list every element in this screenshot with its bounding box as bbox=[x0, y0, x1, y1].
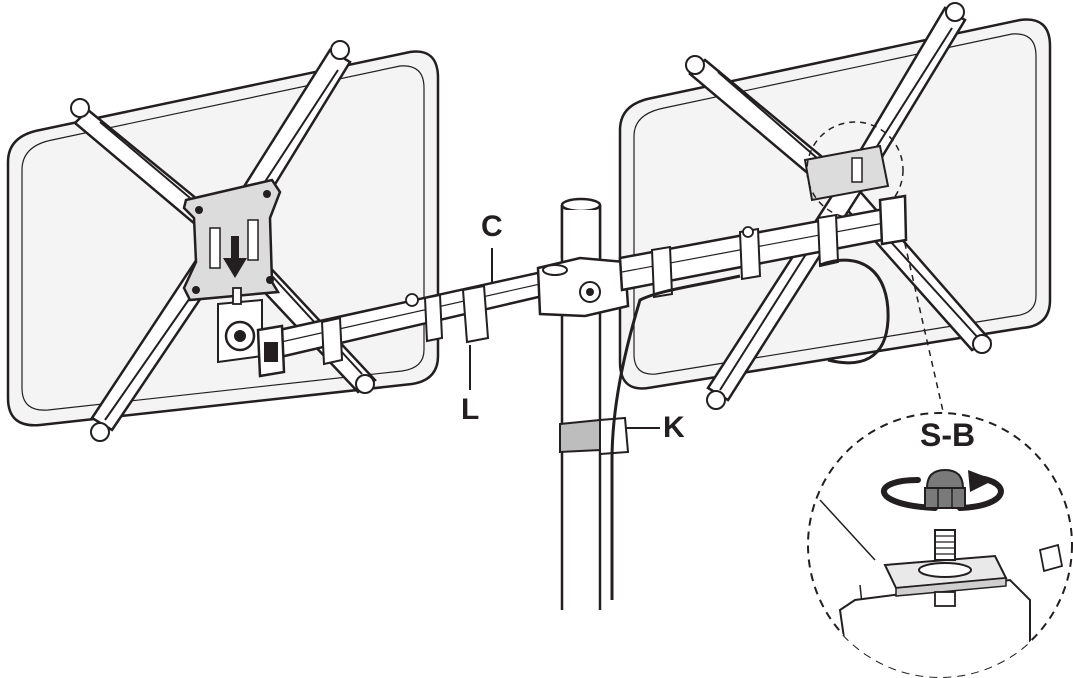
detail-inset bbox=[807, 412, 1073, 678]
label-c: C bbox=[481, 210, 503, 243]
label-sb: S-B bbox=[920, 417, 975, 453]
label-l: L bbox=[461, 393, 479, 426]
right-monitor bbox=[618, 2, 1052, 421]
cable bbox=[610, 258, 890, 600]
down-arrow-icon bbox=[223, 236, 247, 278]
cable-cover-l bbox=[461, 284, 490, 344]
arm-assembly bbox=[256, 194, 908, 378]
left-monitor bbox=[6, 40, 440, 442]
detail-source-circle bbox=[806, 121, 904, 219]
left-tilt-head bbox=[217, 287, 263, 364]
label-k: K bbox=[663, 411, 685, 444]
cap-nut-sb bbox=[924, 468, 966, 509]
cable-clip bbox=[559, 418, 601, 454]
